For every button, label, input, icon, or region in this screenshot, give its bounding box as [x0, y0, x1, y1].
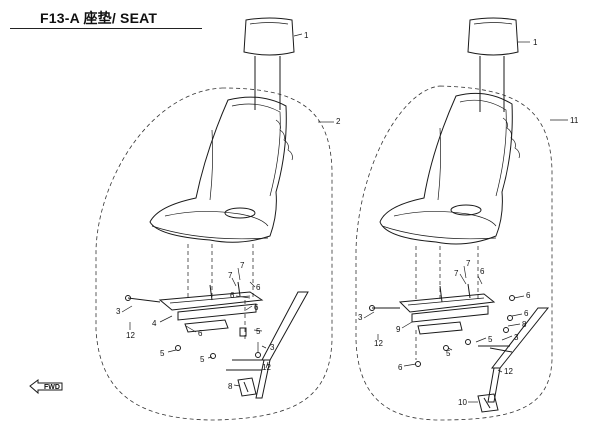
right-callout: 12: [374, 339, 383, 348]
left-callout: 12: [262, 363, 271, 372]
left-seat-assembly: FWD 1 2 7 7 6 6 6 3 4 12 6 5 5 5: [29, 17, 341, 421]
left-seat-shell: [149, 96, 293, 243]
right-seat-assembly: 1 11 7 7 6 6 6 8 3 9 12 5 5 3 6 12 10: [355, 17, 579, 421]
right-callout: 11: [570, 116, 579, 125]
title-underline: [10, 28, 202, 29]
right-belt-strap: [478, 307, 550, 403]
right-callout: 8: [522, 320, 527, 329]
left-callout: 1: [304, 31, 309, 40]
right-callout: 3: [358, 313, 363, 322]
left-headrest: [243, 17, 295, 110]
left-callout: 6: [230, 291, 235, 300]
left-callout: 12: [126, 331, 135, 340]
left-assembly-boundary: [95, 87, 333, 421]
forward-arrow-icon: FWD: [29, 379, 63, 395]
left-callout: 6: [256, 283, 261, 292]
left-seat-slider: [158, 281, 264, 333]
right-belt-buckle: [477, 393, 499, 413]
right-callout: 10: [458, 398, 467, 407]
right-callout: 3: [514, 333, 519, 342]
right-seat-slider: [398, 283, 496, 335]
left-callout: 3: [116, 307, 121, 316]
left-callout: 6: [198, 329, 203, 338]
left-adjust-rod: [125, 295, 161, 303]
left-belt-buckle: [237, 377, 257, 397]
diagram-title: F13-A 座垫/ SEAT: [40, 10, 158, 26]
right-callout: 9: [396, 325, 401, 334]
left-belt-strap: [226, 291, 309, 399]
right-assembly-boundary: [355, 85, 553, 421]
right-callout: 6: [526, 291, 531, 300]
right-callout: 7: [466, 259, 471, 268]
right-callout: 7: [454, 269, 459, 278]
left-callout: 8: [228, 382, 233, 391]
left-callout: 5: [200, 355, 205, 364]
right-headrest: [467, 17, 519, 112]
forward-label: FWD: [44, 384, 60, 391]
left-callout: 5: [256, 327, 261, 336]
left-callout: 7: [240, 261, 245, 270]
left-callout: 5: [160, 349, 165, 358]
left-callout: 2: [336, 117, 341, 126]
right-adjust-rod: [369, 305, 400, 311]
left-callout: 4: [152, 319, 157, 328]
right-callout: 1: [533, 38, 538, 47]
left-callout: 6: [254, 303, 259, 312]
right-callout: 6: [398, 363, 403, 372]
right-seat-shell: [379, 92, 520, 245]
right-callout: 6: [524, 309, 529, 318]
right-callout: 12: [504, 367, 513, 376]
left-callout: 3: [270, 343, 275, 352]
right-callout: 5: [488, 335, 493, 344]
right-callout: 6: [480, 267, 485, 276]
right-callout: 5: [446, 349, 451, 358]
left-callout: 7: [228, 271, 233, 280]
